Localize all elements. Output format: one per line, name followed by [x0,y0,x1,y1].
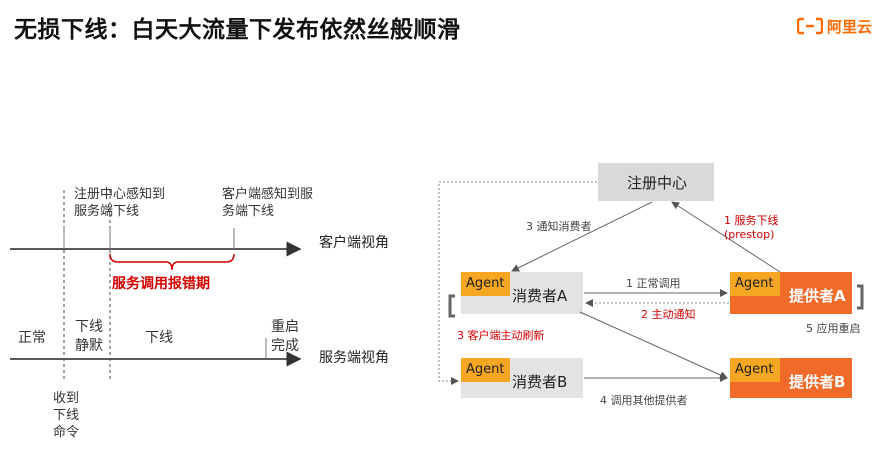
step-notify-consumer-label: 3 通知消费者 [526,220,592,233]
arrow-provider-to-registry [671,201,781,273]
error-period-label: 服务调用报错期 [112,276,210,292]
aliyun-logo-icon [797,17,823,35]
provider-b-agent [730,358,780,382]
silent-label: 下线 静默 [75,319,103,354]
normal-label: 正常 [18,330,46,346]
consumer-b-label: 消费者B [512,373,568,391]
page-title: 无损下线：白天大流量下发布依然丝般顺滑 [14,17,461,43]
error-brace [109,253,235,271]
restart-label: 重启 完成 [271,319,299,354]
registry-aware-label: 注册中心感知到 服务端下线 [74,187,166,219]
server-axis-label: 服务端视角 [319,350,389,366]
consumer-a-agent [461,272,510,296]
client-aware-label: 客户端感知到服 务端下线 [222,187,314,219]
provider-a-agent [730,272,780,296]
restart-bracket [857,284,864,310]
offline-label: 下线 [145,330,173,346]
step-restart-label: 5 应用重启 [806,322,861,335]
registry-box [598,163,714,201]
provider-a-label: 提供者A [789,287,846,305]
arrow-registry-to-consumer-b [438,181,597,385]
step-client-refresh-label: 3 客户端主动刷新 [457,329,545,342]
arrow-consumer-to-provider-b [579,311,728,379]
step-normal-call-label: 1 正常调用 [626,277,681,290]
received-label: 收到 下线 命令 [53,391,80,440]
arrow-registry-to-consumer [511,201,653,272]
aliyun-logo: 阿里云 [797,14,872,38]
step-prestop-label: 1 服务下线 (prestop) [724,214,779,241]
step-active-notify-label: 2 主动通知 [641,308,696,321]
registry-label: 注册中心 [627,174,688,192]
consumer-b-agent [461,358,510,382]
refresh-bracket [448,294,455,318]
provider-b-agent-label: Agent [735,362,774,377]
logo-text: 阿里云 [827,17,873,36]
provider-a-agent-label: Agent [735,276,774,291]
consumer-b-agent-label: Agent [466,362,505,377]
provider-b-label: 提供者B [789,373,846,391]
consumer-a-label: 消费者A [512,287,568,305]
client-axis-label: 客户端视角 [319,235,389,251]
step-call-other-label: 4 调用其他提供者 [600,394,688,407]
consumer-a-agent-label: Agent [466,276,505,291]
